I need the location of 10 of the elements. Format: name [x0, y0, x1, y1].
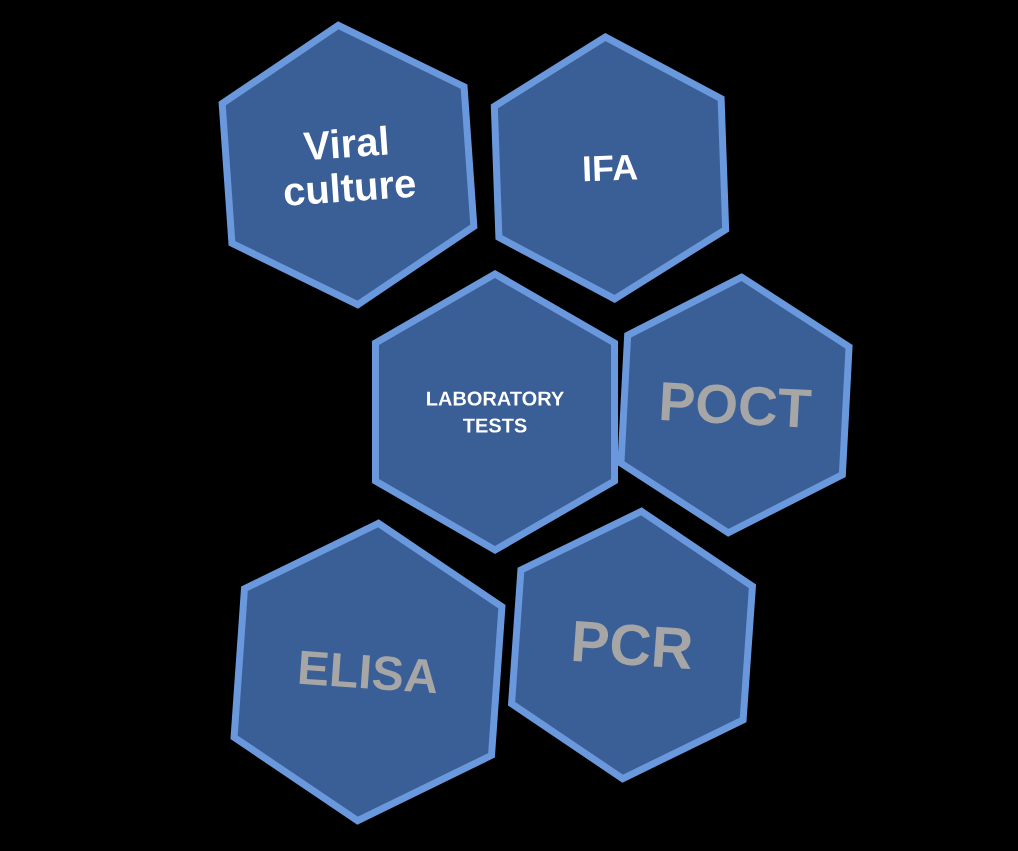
hexagon-label: LABORATORY TESTS: [427, 391, 564, 433]
hexagon: [230, 519, 506, 825]
hexagon-label: PCR: [573, 621, 691, 670]
hexagon-label: Viral culture: [284, 125, 416, 206]
hexagon-label: ELISA: [299, 650, 437, 694]
hexagon: [490, 33, 730, 303]
hexagon-label: IFA: [584, 155, 638, 182]
hexagon: [617, 273, 853, 537]
hexagon-label: POCT: [661, 382, 812, 428]
hexagon: [218, 21, 478, 309]
